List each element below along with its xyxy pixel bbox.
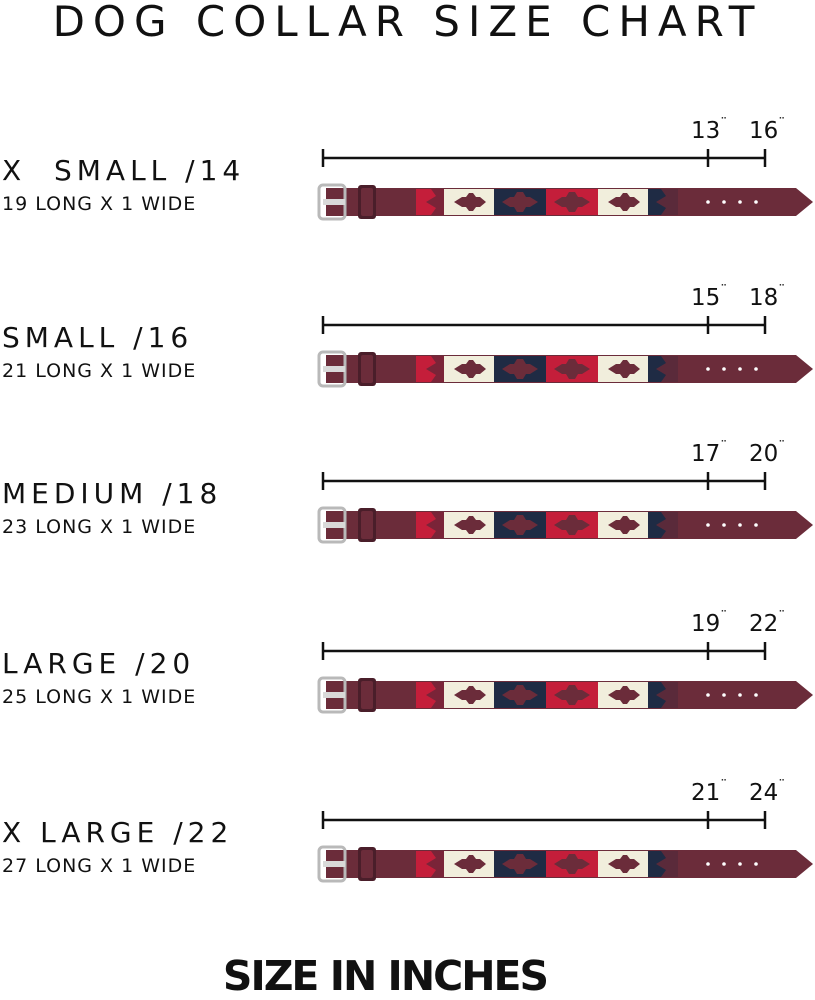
collar-dimensions: 25 LONG X 1 WIDE [2,686,197,708]
measurement-scale [321,316,767,334]
size-name: X SMALL /14 [2,154,246,187]
units-caption: SIZE IN INCHES [222,952,549,1000]
measurement-scale [321,811,767,829]
neck-max: 18¨ [749,283,785,311]
measurement-scale [321,642,767,660]
collar-belt [326,850,813,878]
buckle-icon [317,350,376,388]
collar-belt [326,188,813,216]
collar-dimensions: 21 LONG X 1 WIDE [2,360,197,382]
collar-dimensions: 19 LONG X 1 WIDE [2,193,197,215]
collar-belt [326,681,813,709]
size-row: X SMALL /14 19 LONG X 1 WIDE 13¨ 16¨ [0,116,815,285]
neck-max: 16¨ [749,116,785,144]
buckle-icon [317,676,376,714]
size-name: X LARGE /22 [2,816,234,849]
collar-illustration [317,506,813,544]
neck-max: 24¨ [749,778,785,806]
size-row: LARGE /20 25 LONG X 1 WIDE 19¨ 22¨ [0,609,815,778]
collar-illustration [317,845,813,883]
measurement-scale [321,149,767,167]
collar-belt [326,355,813,383]
size-row: SMALL /16 21 LONG X 1 WIDE 15¨ 18¨ [0,283,815,452]
buckle-icon [317,183,376,221]
neck-max: 22¨ [749,609,785,637]
neck-min: 15¨ [691,283,727,311]
size-row: X LARGE /22 27 LONG X 1 WIDE 21¨ 24¨ [0,778,815,947]
size-name: SMALL /16 [2,321,194,354]
neck-max: 20¨ [749,439,785,467]
size-name: MEDIUM /18 [2,477,223,510]
buckle-icon [317,845,376,883]
neck-min: 13¨ [691,116,727,144]
measurement-scale [321,472,767,490]
neck-min: 19¨ [691,609,727,637]
collar-illustration [317,350,813,388]
collar-dimensions: 23 LONG X 1 WIDE [2,516,197,538]
chart-title: DOG COLLAR SIZE CHART [52,0,763,46]
size-name: LARGE /20 [2,647,196,680]
collar-belt [326,511,813,539]
collar-illustration [317,183,813,221]
neck-min: 21¨ [691,778,727,806]
size-row: MEDIUM /18 23 LONG X 1 WIDE 17¨ 20¨ [0,439,815,608]
collar-dimensions: 27 LONG X 1 WIDE [2,855,197,877]
buckle-icon [317,506,376,544]
collar-illustration [317,676,813,714]
neck-min: 17¨ [691,439,727,467]
